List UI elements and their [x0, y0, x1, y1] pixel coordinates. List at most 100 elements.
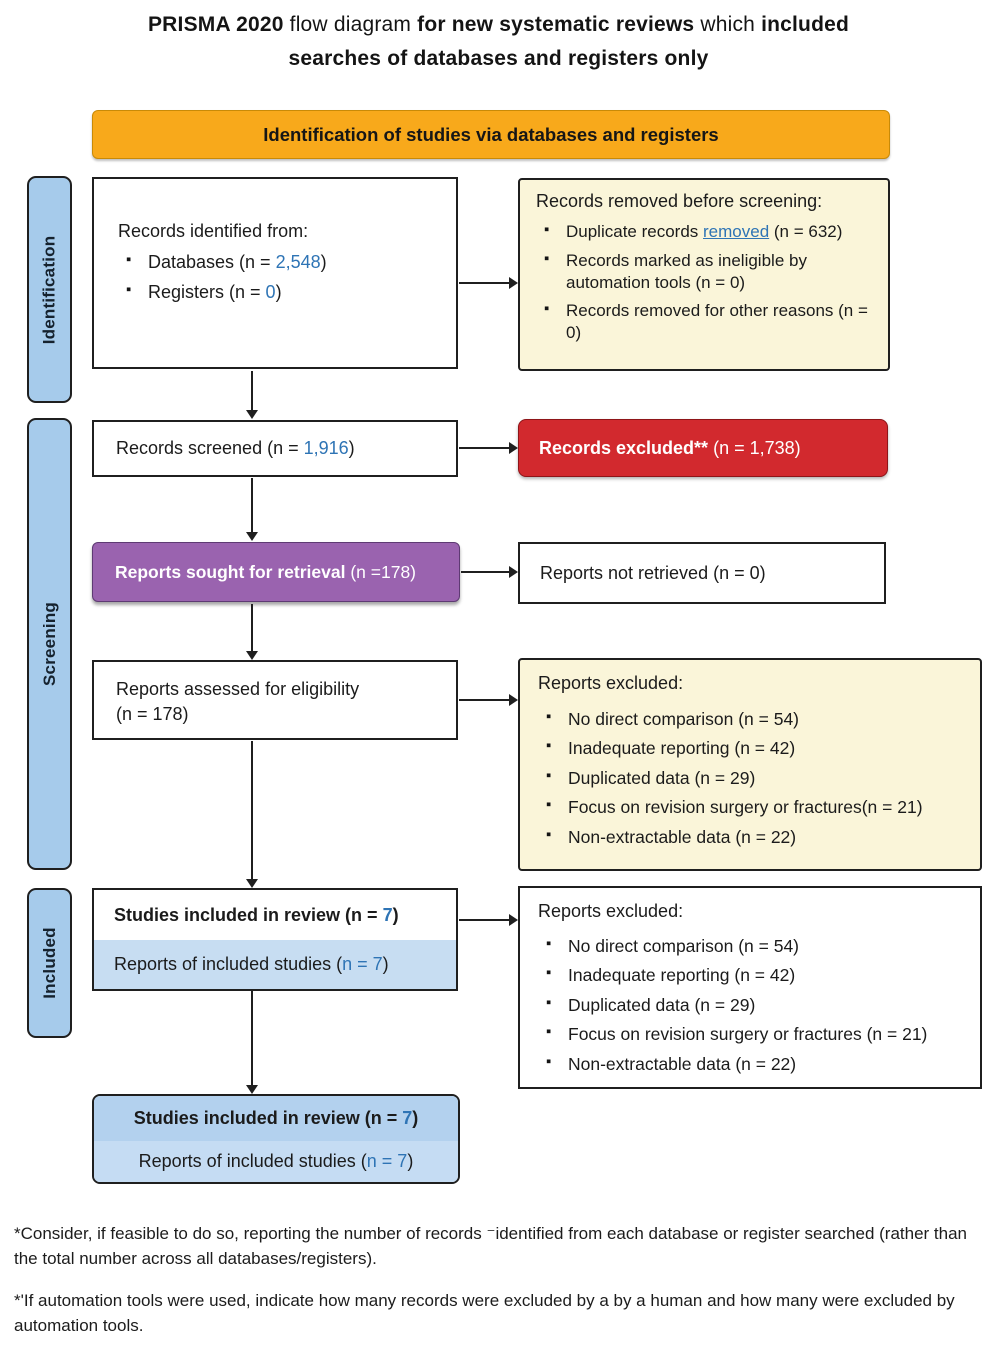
box-text: Reports assessed for eligibility: [116, 679, 360, 699]
box-studies-included-bottom: Studies included in review (n = 7) Repor…: [92, 1094, 460, 1184]
item-text: Duplicated data (n = 29): [568, 994, 756, 1015]
page-title: PRISMA 2020 flow diagram for new systema…: [40, 8, 957, 75]
item-count: n = 7: [342, 954, 383, 974]
list-item: Records marked as ineligible by automati…: [542, 249, 874, 294]
removed-link[interactable]: removed: [703, 222, 770, 241]
item-text: (n = 632): [769, 222, 843, 241]
item-text: Studies included in review (n =: [133, 1108, 403, 1128]
list-item: Inadequate reporting (n = 42): [544, 736, 966, 759]
item-text: Reports of included studies (: [138, 1151, 367, 1171]
list-item: No direct comparison (n = 54): [544, 934, 966, 957]
list-item: No direct comparison (n = 54): [544, 707, 966, 730]
banner-identification-via-databases: Identification of studies via databases …: [92, 110, 890, 159]
list-item: Registers (n = 0): [124, 280, 438, 304]
stage-bar-screening: Screening: [27, 418, 72, 870]
item-text: Duplicate records: [566, 222, 704, 241]
box-reports-sought: Reports sought for retrieval (n =178): [92, 542, 460, 602]
title-segment: for new systematic reviews: [417, 13, 701, 36]
box-heading: Reports excluded:: [538, 901, 684, 921]
item-text: No direct comparison (n = 54): [568, 709, 800, 729]
title-segment: searches of databases and registers only: [288, 46, 709, 70]
item-text: Studies included in review (n =: [114, 904, 383, 925]
box-text: Reports of included studies (n = 7): [139, 1151, 414, 1172]
item-text: ): [320, 252, 327, 272]
arrow-included-to-final: [246, 991, 258, 1094]
item-count: n = 7: [366, 1151, 408, 1171]
box-row-reports: Reports of included studies (n = 7): [94, 1141, 458, 1182]
list-item: Inadequate reporting (n = 42): [544, 963, 966, 986]
box-row-reports: Reports of included studies (n = 7): [94, 940, 456, 989]
item-text: Databases (n =: [148, 252, 276, 272]
stage-label-included: Included: [39, 927, 59, 999]
list-item: Non-extractable data (n = 22): [544, 1052, 966, 1075]
banner-label: Identification of studies via databases …: [263, 123, 719, 145]
title-segment: included: [761, 13, 850, 36]
arrow-identified-to-removed: [459, 277, 518, 289]
box-row-studies: Studies included in review (n = 7): [94, 890, 456, 940]
item-count: (n =178): [345, 561, 416, 582]
item-text: ): [382, 954, 389, 974]
item-text: Non-extractable data (n = 22): [568, 826, 797, 847]
item-text: ): [392, 904, 399, 925]
item-text: Duplicated data (n = 29): [568, 767, 756, 788]
item-text: Focus on revision surgery or fractures(n…: [568, 797, 923, 818]
item-count: 2,548: [275, 252, 321, 272]
arrow-included-to-excluded: [459, 914, 518, 926]
stage-label-identification: Identification: [39, 235, 59, 344]
box-text: Records excluded** (n = 1,738): [539, 438, 801, 459]
item-text: ): [275, 282, 282, 303]
arrow-screened-to-excluded: [459, 442, 518, 454]
item-text: Reports of included studies (: [114, 954, 343, 974]
box-reports-assessed: Reports assessed for eligibility (n = 17…: [92, 660, 458, 740]
item-text: Non-extractable data (n = 22): [568, 1053, 797, 1074]
list-item: Records removed for other reasons (n = 0…: [542, 299, 874, 344]
item-count: (n = 1,738): [708, 437, 801, 458]
box-text: Studies included in review (n = 7): [114, 905, 399, 926]
item-text: Records removed for other reasons (n = 0…: [566, 301, 868, 342]
footnote-databases: *Consider, if feasible to do so, reporti…: [14, 1224, 967, 1268]
box-records-excluded: Records excluded** (n = 1,738): [518, 419, 888, 477]
footnote-automation: *'If automation tools were used, indicat…: [14, 1291, 955, 1335]
item-count: 7: [382, 904, 393, 925]
arrow-assessed-to-excluded: [459, 694, 518, 706]
list-item: Non-extractable data (n = 22): [544, 825, 966, 848]
box-heading: Reports excluded:: [538, 673, 684, 693]
box-reports-excluded-upper: Reports excluded: No direct comparison (…: [518, 658, 982, 871]
list-item: Focus on revision surgery or fractures(n…: [544, 795, 966, 818]
box-text: Reports sought for retrieval (n =178): [115, 562, 416, 583]
item-count: 0: [265, 282, 276, 303]
item-text: Records excluded**: [539, 437, 709, 458]
stage-bar-included: Included: [27, 888, 72, 1038]
box-reports-excluded-lower: Reports excluded: No direct comparison (…: [518, 886, 982, 1089]
arrow-sought-to-not-retrieved: [461, 566, 518, 578]
item-text: ): [412, 1108, 419, 1128]
list-item: Duplicated data (n = 29): [544, 993, 966, 1016]
title-segment: which: [700, 13, 762, 36]
item-text: No direct comparison (n = 54): [568, 936, 800, 956]
box-reports-not-retrieved: Reports not retrieved (n = 0): [518, 542, 886, 604]
item-count: 7: [402, 1108, 413, 1128]
title-segment: PRISMA 2020: [147, 13, 290, 36]
box-text: Reports of included studies (n = 7): [114, 954, 389, 975]
arrow-screened-to-sought: [246, 478, 258, 541]
item-text: Inadequate reporting (n = 42): [568, 738, 796, 759]
item-text: Records marked as ineligible by automati…: [566, 250, 807, 292]
box-records-identified: Records identified from: Databases (n = …: [92, 177, 458, 369]
list-item: Focus on revision surgery or fractures (…: [544, 1022, 966, 1045]
item-text: ): [348, 438, 355, 458]
item-text: Records screened (n =: [116, 438, 304, 458]
box-studies-included-mid: Studies included in review (n = 7) Repor…: [92, 888, 458, 991]
item-text: Reports sought for retrieval: [115, 561, 346, 582]
arrow-identified-to-screened: [246, 371, 258, 419]
arrow-assessed-to-included: [246, 741, 258, 888]
box-heading: Records identified from:: [118, 221, 309, 241]
title-segment: flow diagram: [289, 13, 418, 36]
item-text: Inadequate reporting (n = 42): [568, 965, 796, 986]
arrow-sought-to-assessed: [246, 604, 258, 660]
item-text: Focus on revision surgery or fractures (…: [568, 1024, 928, 1045]
item-count: 1,916: [303, 438, 349, 458]
box-heading: Records removed before screening:: [536, 191, 823, 211]
box-records-removed: Records removed before screening: Duplic…: [518, 178, 890, 371]
item-text: Registers (n =: [148, 282, 266, 303]
